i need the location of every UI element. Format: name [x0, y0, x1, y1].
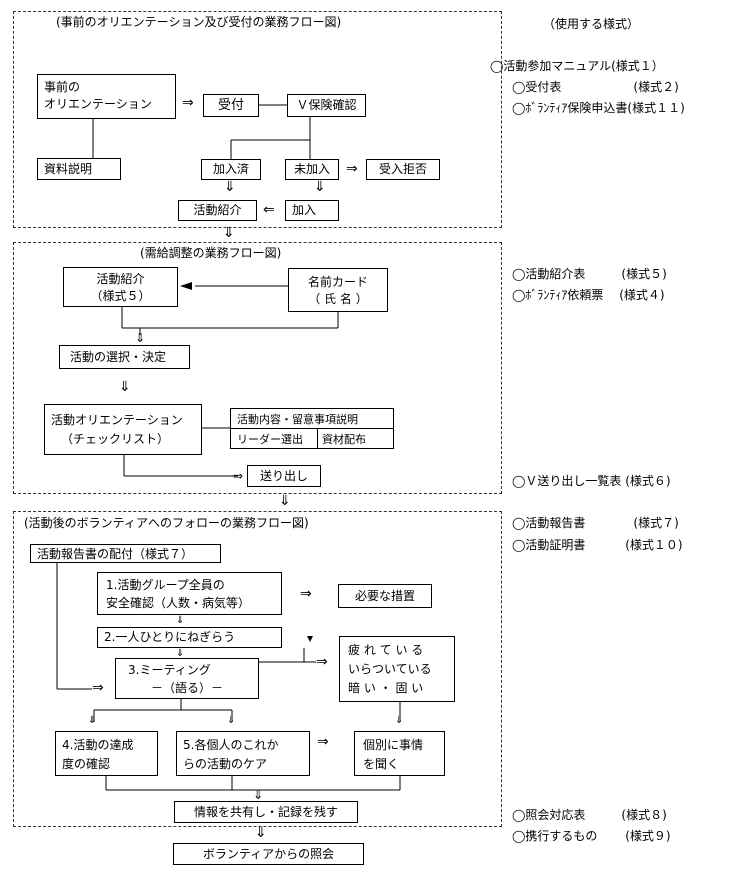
step3-line1: 3.ミーティング: [128, 663, 211, 677]
activity-intro-form-line2: （様式５）: [90, 289, 151, 303]
arrow-section-2-3: ⇓: [279, 493, 291, 509]
step5-line2: らの活動のケア: [183, 757, 268, 771]
arrow-report-to-step3: ⇒: [92, 680, 104, 696]
refuse-box: 受入拒否: [366, 159, 440, 180]
inquiry-box: ボランティアからの照会: [173, 843, 364, 865]
arrow-to-individual: ⇓: [395, 715, 404, 726]
needed-measures-box: 必要な措置: [338, 584, 432, 608]
reception-box: 受付: [203, 94, 259, 117]
name-card-box: 名前カード （ 氏 名 ）: [288, 268, 388, 312]
arrow-to-step2: ⇓: [176, 615, 185, 626]
step1-line1: 1.活動グループ全員の: [106, 578, 225, 592]
join-box: 加入: [285, 200, 339, 221]
step1-line2: 安全確認（人数・病気等）: [106, 596, 251, 610]
activity-orientation-line1: 活動オリエンテーション: [51, 413, 183, 427]
report-distribution-box: 活動報告書の配付（様式７）: [30, 544, 221, 563]
arrow-join-to-intro: ⇐: [263, 202, 275, 218]
tired-box: 疲 れ て い る いらついている 暗 い ・ 固 い: [339, 636, 455, 702]
step2-box: 2.一人ひとりにねぎらう: [97, 627, 282, 648]
form-item-1: ◯活動参加マニュアル(様式１）: [490, 59, 664, 73]
activity-orientation-line2: （チェックリスト）: [61, 432, 170, 446]
form-item-9: ◯照会対応表 (様式８): [512, 808, 667, 822]
step5-line1: 5.各個人のこれか: [183, 738, 279, 752]
section-frame-3: [13, 511, 502, 827]
arrow-to-step4: ⇓: [88, 715, 97, 726]
arrow-to-step5: ⇓: [227, 715, 236, 726]
leader-box: リーダー選出: [230, 428, 318, 449]
step1-box: 1.活動グループ全員の 安全確認（人数・病気等）: [97, 572, 282, 615]
send-off-box: 送り出し: [247, 465, 321, 487]
form-item-3: ◯ﾎﾞﾗﾝﾃｨｱ保険申込書(様式１１): [512, 101, 685, 115]
form-item-8: ◯活動証明書 (様式１０): [512, 538, 683, 552]
arrow-to-send-off: ⇒: [233, 469, 244, 483]
activity-intro-form-box: 活動紹介 （様式５）: [63, 267, 178, 307]
individual-box: 個別に事情 を聞く: [354, 731, 445, 776]
arrow-enrolled-down: ⇓: [224, 179, 236, 195]
content-note-box: 活動内容・留意事項説明: [230, 408, 394, 429]
section-frame-1: [13, 11, 502, 228]
step5-box: 5.各個人のこれか らの活動のケア: [176, 731, 310, 776]
pre-orientation-line2: オリエンテーション: [44, 97, 152, 111]
step3-line2: －（語る）－: [150, 681, 223, 695]
step4-line1: 4.活動の達成: [62, 738, 134, 752]
individual-line2: を聞く: [363, 757, 400, 771]
section-title-2: (需給調整の業務フロー図): [140, 246, 282, 260]
tired-line1: 疲 れ て い る: [348, 643, 424, 657]
not-enrolled-box: 未加入: [285, 159, 339, 180]
equipment-box: 資材配布: [317, 428, 394, 449]
arrow-step5-to-individual: ⇒: [317, 734, 329, 750]
individual-line1: 個別に事情: [363, 738, 424, 752]
pre-orientation-box: 事前の オリエンテーション: [37, 74, 176, 119]
step4-line2: 度の確認: [62, 757, 111, 771]
section-frame-2: [13, 242, 502, 494]
arrow-to-reception: ⇒: [182, 95, 194, 111]
tired-line3: 暗 い ・ 固 い: [348, 681, 424, 695]
insurance-check-box: Ｖ保険確認: [287, 94, 366, 117]
form-item-4: ◯活動紹介表 (様式５): [512, 267, 667, 281]
arrow-to-refuse: ⇒: [346, 161, 358, 177]
arrow-to-selection: ⇓: [135, 331, 146, 345]
form-item-5: ◯ﾎﾞﾗﾝﾃｨｱ依頼票 (様式４): [512, 288, 665, 302]
share-record-box: 情報を共有し・記録を残す: [174, 801, 358, 823]
selection-box: 活動の選択・決定: [59, 345, 190, 369]
arrow-to-needed: ⇒: [300, 586, 312, 602]
activity-intro-form-line1: 活動紹介: [96, 272, 145, 286]
tired-line2: いらついている: [348, 662, 432, 676]
materials-box: 資料説明: [37, 158, 121, 180]
arrow-to-tired: ⇒: [316, 654, 328, 670]
arrow-to-step3: ⇓: [176, 648, 185, 659]
forms-header: （使用する様式）: [543, 17, 640, 31]
arrow-to-orientation: ⇓: [119, 379, 131, 395]
activity-intro-box: 活動紹介: [178, 200, 257, 221]
section-title-1: (事前のオリエンテーション及び受付の業務フロー図): [56, 15, 342, 29]
step3-box: 3.ミーティング －（語る）－: [115, 658, 259, 699]
form-item-2: ◯受付表 (様式２): [512, 80, 679, 94]
section-title-3: (活動後のボランティアへのフォローの業務フロー図): [24, 516, 309, 530]
enrolled-box: 加入済: [201, 159, 261, 180]
arrow-not-enrolled-down: ⇓: [314, 179, 326, 195]
name-card-line1: 名前カード: [307, 275, 368, 289]
form-item-10: ◯携行するもの (様式９): [512, 829, 671, 843]
form-item-7: ◯活動報告書 (様式７): [512, 516, 679, 530]
name-card-line2: （ 氏 名 ）: [308, 292, 368, 306]
pre-orientation-line1: 事前の: [44, 80, 81, 94]
arrow-to-share: ⇓: [253, 788, 264, 802]
step4-box: 4.活動の達成 度の確認: [55, 731, 158, 776]
activity-orientation-box: 活動オリエンテーション （チェックリスト）: [44, 404, 202, 455]
arrow-to-inquiry: ⇓: [255, 825, 267, 841]
arrow-section-1-2: ⇓: [223, 225, 235, 241]
form-item-6: ◯Ｖ送り出し一覧表 (様式６): [512, 474, 671, 488]
